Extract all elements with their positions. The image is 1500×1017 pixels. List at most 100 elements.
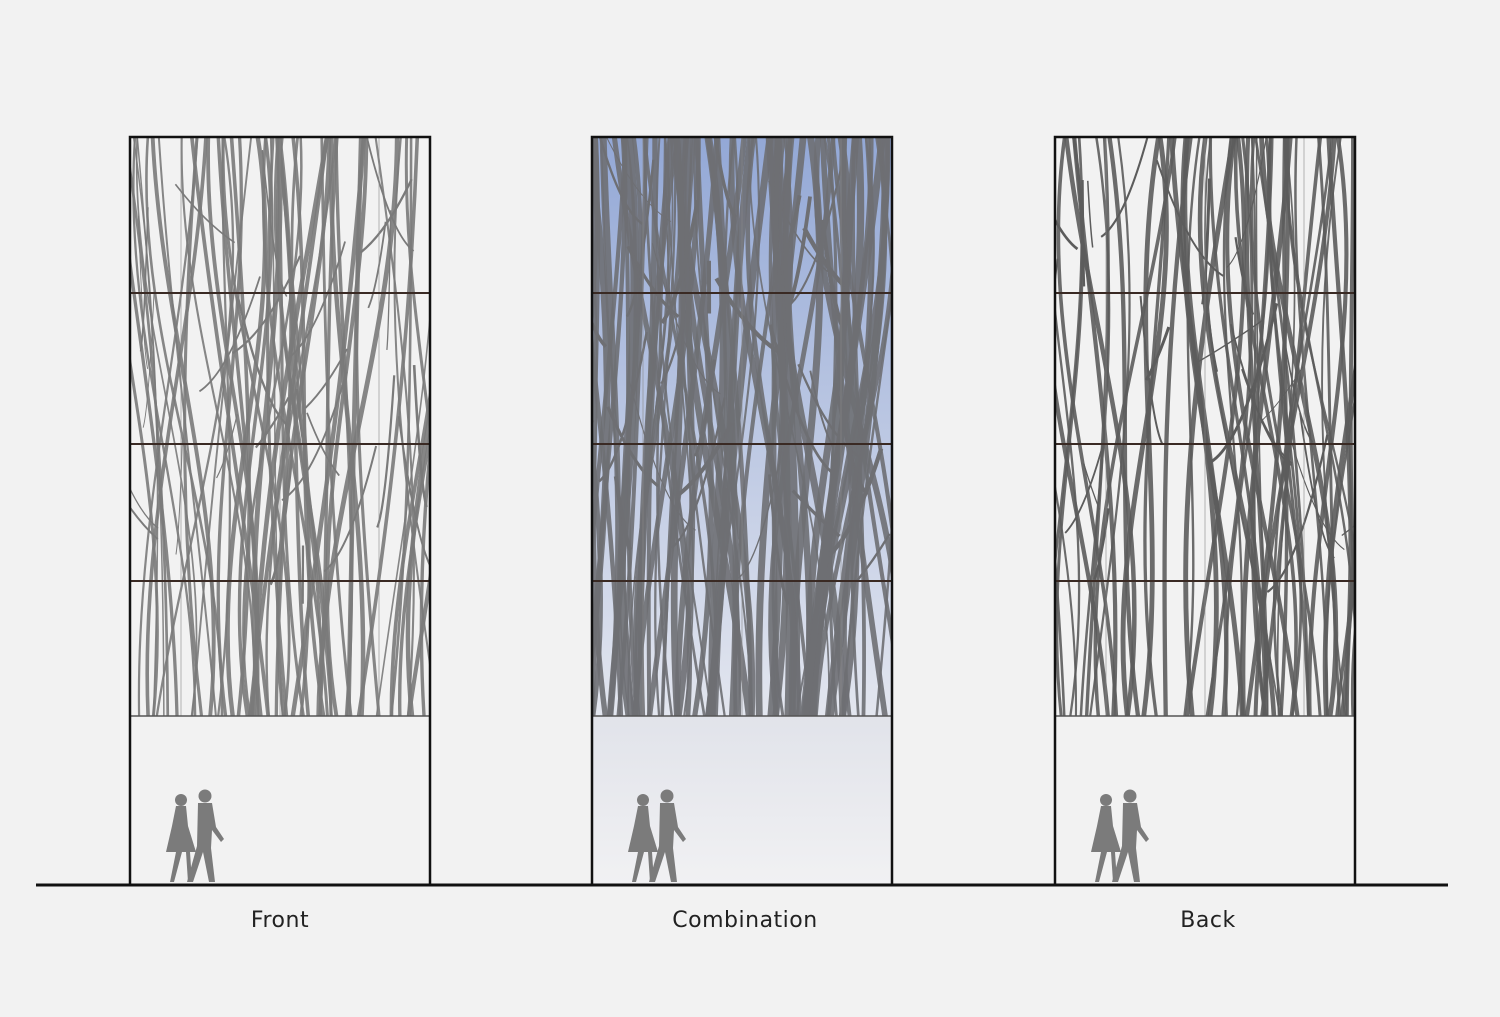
- branch: [291, 137, 326, 716]
- twig: [719, 487, 728, 539]
- branch: [1120, 137, 1169, 716]
- branch: [1013, 132, 1046, 721]
- branch: [543, 132, 586, 721]
- branch: [592, 137, 628, 716]
- branch: [1294, 137, 1329, 716]
- branch: [961, 132, 1038, 721]
- branch: [84, 132, 113, 721]
- branch-screen: [44, 132, 430, 721]
- twig: [89, 168, 120, 238]
- twig: [1230, 323, 1293, 467]
- twig: [232, 255, 301, 354]
- branch: [705, 137, 755, 716]
- branch: [875, 137, 892, 716]
- branch: [325, 137, 369, 716]
- branch: [1185, 137, 1247, 716]
- branch: [619, 137, 638, 716]
- branch: [1055, 377, 1110, 716]
- branch: [229, 137, 251, 716]
- branch: [1345, 573, 1355, 716]
- branch: [137, 137, 199, 716]
- branch: [1316, 137, 1342, 716]
- branch: [1183, 137, 1236, 716]
- twig: [959, 243, 1022, 383]
- branch: [393, 137, 430, 672]
- twig: [592, 318, 608, 348]
- twig: [1093, 508, 1110, 580]
- branch: [507, 132, 575, 721]
- branch: [1055, 301, 1081, 716]
- branch-screen: [507, 132, 892, 721]
- twig: [1100, 137, 1149, 238]
- branch: [771, 137, 781, 716]
- branch: [328, 137, 366, 716]
- twig: [768, 474, 790, 606]
- branch: [656, 137, 674, 716]
- branch: [191, 137, 253, 716]
- branch: [1055, 137, 1084, 716]
- branch: [1063, 137, 1137, 716]
- twig: [216, 413, 238, 479]
- branch: [276, 137, 311, 716]
- twig: [376, 375, 396, 528]
- branch: [1348, 137, 1355, 630]
- branch: [675, 137, 696, 716]
- branch: [575, 132, 580, 721]
- branch: [1107, 137, 1141, 716]
- twig: [537, 412, 579, 460]
- branch: [1093, 137, 1177, 716]
- branch: [374, 137, 416, 716]
- branch: [634, 137, 671, 716]
- branch-screen: [959, 132, 1355, 721]
- branch: [1244, 137, 1269, 716]
- twig: [1201, 178, 1212, 305]
- branch: [632, 137, 658, 716]
- twig: [175, 437, 183, 555]
- branch: [728, 137, 797, 716]
- branch: [145, 137, 208, 716]
- label-combination: Combination: [672, 908, 818, 933]
- branch: [1180, 137, 1245, 716]
- branch: [221, 137, 291, 716]
- branch: [265, 137, 337, 716]
- branch: [1056, 137, 1119, 716]
- branch: [237, 137, 273, 716]
- branch: [1208, 137, 1266, 716]
- branch: [155, 137, 235, 716]
- twig: [1206, 313, 1219, 373]
- branch: [130, 352, 159, 716]
- pedestrians-icon: [628, 789, 686, 882]
- branch: [1183, 137, 1201, 716]
- twig: [306, 412, 340, 477]
- twig: [1193, 319, 1264, 365]
- branch: [354, 137, 381, 716]
- twig: [397, 416, 430, 568]
- twig: [610, 339, 618, 426]
- branch: [1141, 137, 1162, 716]
- branch: [632, 137, 701, 716]
- branch: [290, 137, 333, 716]
- twig: [1139, 295, 1164, 445]
- branch: [563, 132, 585, 721]
- twig: [592, 419, 595, 424]
- branch: [530, 132, 588, 721]
- branch: [132, 137, 197, 716]
- branch: [1345, 516, 1355, 716]
- branch: [130, 251, 179, 716]
- twig: [1055, 217, 1079, 251]
- branch: [216, 137, 260, 716]
- branch: [1350, 619, 1355, 716]
- pedestrians-icon: [1091, 789, 1149, 882]
- branch: [150, 137, 216, 716]
- branch: [841, 286, 892, 716]
- branch: [397, 424, 430, 716]
- branch: [509, 132, 587, 721]
- branch: [592, 416, 603, 716]
- twig: [791, 489, 841, 538]
- label-front: Front: [250, 908, 310, 933]
- twig: [142, 290, 155, 428]
- branch: [592, 137, 628, 572]
- branch: [44, 132, 110, 721]
- label-back: Back: [1180, 908, 1236, 933]
